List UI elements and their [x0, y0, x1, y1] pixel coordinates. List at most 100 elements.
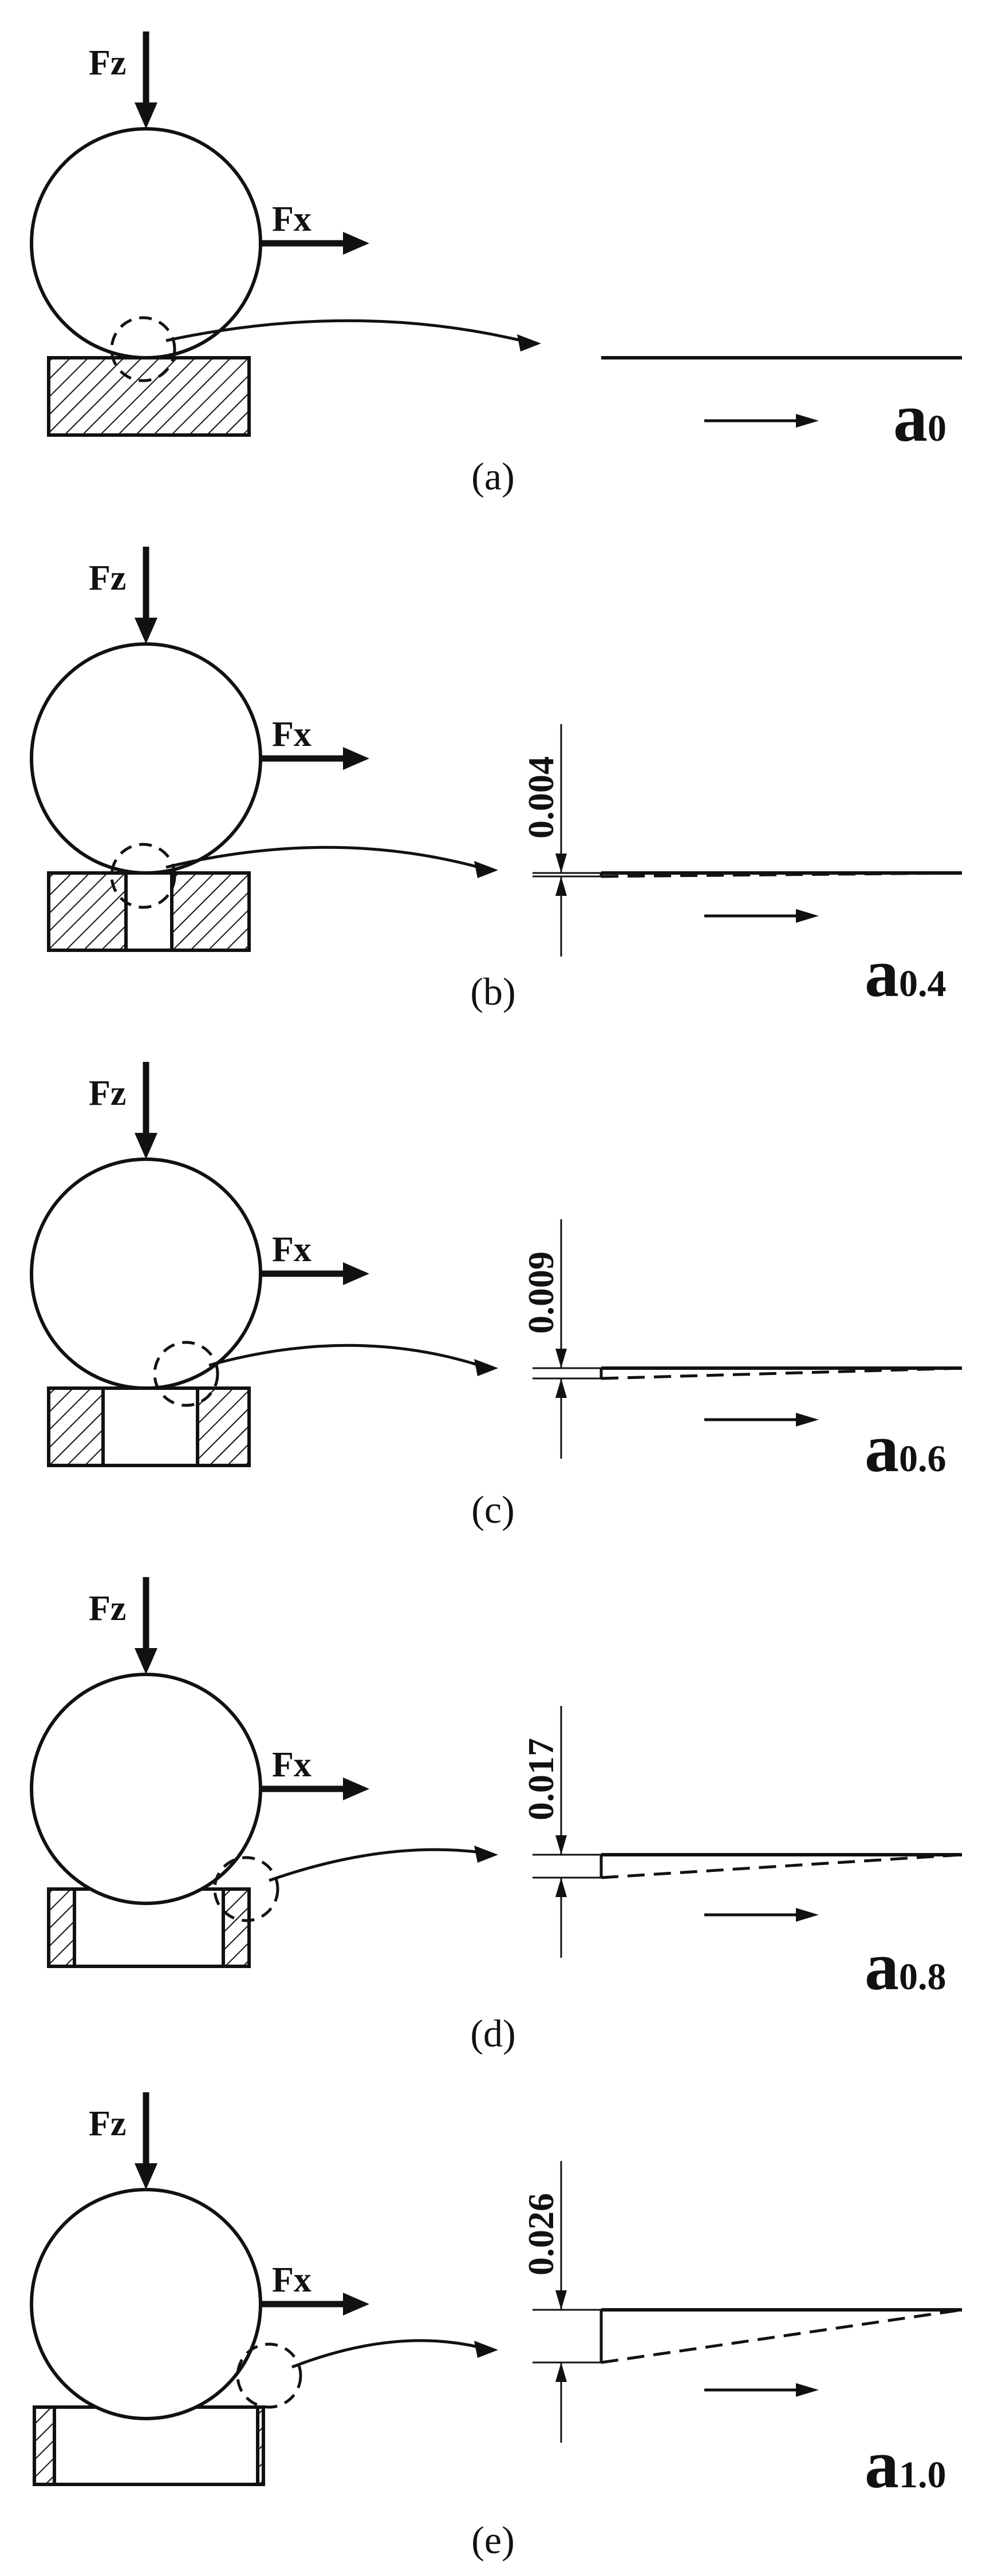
- profile-taper-line: [601, 871, 963, 878]
- support-block: [47, 356, 251, 437]
- support-left-wall: [47, 1887, 76, 1968]
- dim-arrow-down: [555, 1349, 567, 1368]
- fx-arrow: [261, 2293, 369, 2316]
- fx-label: Fx: [272, 200, 311, 239]
- dimension-value: 0.004: [520, 756, 561, 839]
- panel-caption: (d): [470, 2012, 515, 2055]
- motion-arrow: [704, 1413, 819, 1427]
- symbol-letter: a: [865, 2426, 899, 2502]
- surface-profile: 0.009: [520, 1219, 963, 1459]
- dim-arrow-up: [555, 1878, 567, 1897]
- ball: [30, 642, 262, 875]
- dim-arrow-down: [555, 854, 567, 873]
- leader-arrow: [208, 1344, 498, 1376]
- symbol-subscript: 0: [928, 408, 946, 449]
- fx-arrow: [261, 1777, 369, 1800]
- fx-arrow: [261, 232, 369, 255]
- dimension-marker: 0.009: [520, 1219, 601, 1459]
- fx-label: Fx: [272, 715, 311, 754]
- dim-arrow-down: [555, 2290, 567, 2310]
- symbol-letter: a: [893, 380, 928, 456]
- fz-label: Fz: [89, 2104, 126, 2143]
- dim-arrow-up: [555, 1378, 567, 1398]
- panel-caption: (b): [470, 970, 515, 1013]
- fz-arrow: [135, 2092, 157, 2190]
- panels-root: FzFxa0(a)FzFx0.004a0.4(b)FzFx0.009a0.6(c…: [30, 31, 963, 2562]
- dim-arrow-up: [555, 2362, 567, 2382]
- profile-taper-line: [601, 2308, 963, 2364]
- fx-label: Fx: [272, 1745, 311, 1784]
- symbol-subscript: 0.4: [899, 963, 946, 1005]
- motion-arrow: [704, 414, 819, 428]
- contact-detail-circle: [110, 843, 176, 909]
- ball: [30, 127, 262, 359]
- support-left-wall: [47, 1386, 105, 1467]
- surface-profile: 0.026: [520, 2161, 963, 2443]
- panel-caption: (c): [471, 1488, 514, 1531]
- dimension-marker: 0.026: [520, 2161, 601, 2443]
- contact-detail-circle: [213, 1856, 279, 1922]
- dimension-value: 0.026: [520, 2193, 561, 2275]
- profile-taper-line: [601, 1853, 963, 1879]
- fz-label: Fz: [89, 559, 126, 598]
- fz-arrow: [135, 547, 157, 644]
- profile-symbol: a0.8: [865, 1928, 946, 2004]
- fx-arrow: [261, 1262, 369, 1285]
- symbol-letter: a: [865, 935, 899, 1011]
- symbol-subscript: 0.6: [899, 1438, 946, 1480]
- ball: [30, 2188, 262, 2420]
- support-right-wall: [222, 1887, 251, 1968]
- panel-caption: (e): [471, 2518, 514, 2562]
- symbol-subscript: 1.0: [899, 2454, 946, 2496]
- fz-arrow: [135, 1577, 157, 1674]
- leader-arrow: [269, 1846, 498, 1882]
- contact-detail-circle: [153, 1341, 219, 1407]
- ball: [30, 1673, 262, 1905]
- dimension-marker: 0.017: [520, 1706, 601, 1958]
- support-right-wall: [196, 1386, 251, 1467]
- dimension-marker: 0.004: [520, 724, 601, 957]
- support-right-wall: [256, 2405, 265, 2486]
- dimension-value: 0.017: [520, 1738, 561, 1820]
- contact-detail-circle: [236, 2342, 302, 2409]
- panel-caption: (a): [471, 455, 514, 498]
- support-right-wall: [170, 871, 251, 952]
- motion-arrow: [704, 2383, 819, 2397]
- fx-label: Fx: [272, 2261, 311, 2300]
- dimension-value: 0.009: [520, 1251, 561, 1334]
- surface-profile: 0.004: [520, 724, 963, 957]
- profile-symbol: a0.6: [865, 1410, 946, 1486]
- motion-arrow: [704, 1908, 819, 1922]
- profile-symbol: a0.4: [865, 935, 946, 1011]
- profile-taper-line: [601, 1366, 963, 1380]
- leader-arrow: [165, 319, 541, 351]
- symbol-subscript: 0.8: [899, 1956, 946, 1998]
- fx-arrow: [261, 747, 369, 770]
- profile-symbol: a0: [893, 380, 946, 456]
- support-left-wall: [33, 2405, 56, 2486]
- fz-arrow: [135, 1062, 157, 1159]
- ball: [30, 1157, 262, 1390]
- fz-label: Fz: [89, 1589, 126, 1628]
- fz-label: Fz: [89, 44, 126, 82]
- fx-label: Fx: [272, 1230, 311, 1269]
- profile-symbol: a1.0: [865, 2426, 946, 2502]
- symbol-letter: a: [865, 1928, 899, 2004]
- fz-label: Fz: [89, 1074, 126, 1113]
- symbol-letter: a: [865, 1410, 899, 1486]
- leader-arrow: [291, 2339, 498, 2369]
- leader-arrow: [165, 846, 498, 878]
- contact-detail-circle: [110, 316, 176, 382]
- surface-profile: 0.017: [520, 1706, 963, 1958]
- motion-arrow: [704, 909, 819, 923]
- dim-arrow-down: [555, 1835, 567, 1855]
- dim-arrow-up: [555, 876, 567, 896]
- fz-arrow: [135, 31, 157, 129]
